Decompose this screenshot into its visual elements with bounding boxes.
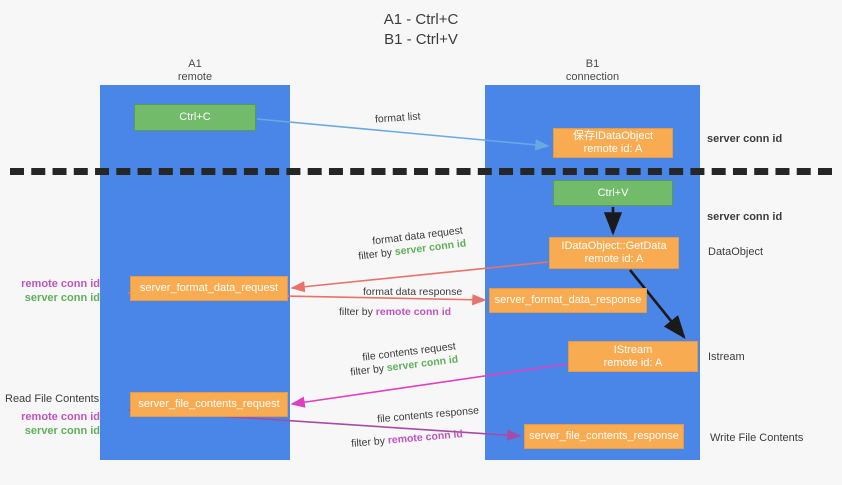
lane-b1-header: B1 connection <box>565 58 620 83</box>
node-ctrl-v[interactable]: Ctrl+V <box>553 180 673 206</box>
node-ctrl-c[interactable]: Ctrl+C <box>134 104 256 131</box>
arrow-getdata-to-istream <box>628 269 686 340</box>
lane-a1-header: A1 remote <box>177 58 213 83</box>
node-istream[interactable]: IStream remote id: A <box>568 341 698 372</box>
remote-conn-id-text: remote conn id <box>21 411 100 423</box>
filter-prefix: filter by <box>350 434 389 450</box>
edge-label-format-data-response-filter: filter by remote conn id <box>339 305 451 319</box>
node-server-file-contents-request[interactable]: server_file_contents_request <box>130 392 288 417</box>
edge-label-format-data-response: format data response <box>363 286 463 298</box>
annotation-conn-id-pair-bottom: remote conn id server conn id <box>8 410 100 438</box>
annotation-dataobject: DataObject <box>708 246 764 258</box>
arrow-format-data-request <box>290 261 549 293</box>
server-conn-id-text: server conn id <box>24 292 100 304</box>
server-conn-id-text: server conn id <box>24 425 100 437</box>
annotation-server-conn-id-second: server conn id <box>707 211 783 223</box>
filter-prefix: filter by <box>339 306 376 318</box>
annotation-server-conn-id-top: server conn id <box>707 133 783 145</box>
node-server-format-data-response[interactable]: server_format_data_response <box>489 288 647 313</box>
node-server-file-contents-response[interactable]: server_file_contents_response <box>524 424 684 449</box>
node-idataobject-getdata[interactable]: IDataObject::GetData remote id: A <box>549 237 679 269</box>
annotation-istream: Istream <box>708 351 745 363</box>
remote-conn-id-text: remote conn id <box>375 306 452 318</box>
annotation-write-file-contents: Write File Contents <box>710 432 804 444</box>
annotation-read-file-contents: Read File Contents <box>5 393 100 405</box>
node-save-idataobject[interactable]: 保存IDataObject remote id: A <box>553 128 673 158</box>
annotation-conn-id-pair-top: remote conn id server conn id <box>8 277 100 305</box>
arrow-format-list <box>256 118 550 151</box>
remote-conn-id-text: remote conn id <box>21 278 100 290</box>
arrow-file-contents-request <box>290 363 568 408</box>
node-server-format-data-request[interactable]: server_format_data_request <box>130 276 288 301</box>
page-title: A1 - Ctrl+C B1 - Ctrl+V <box>383 11 459 48</box>
phase-divider <box>10 168 832 175</box>
